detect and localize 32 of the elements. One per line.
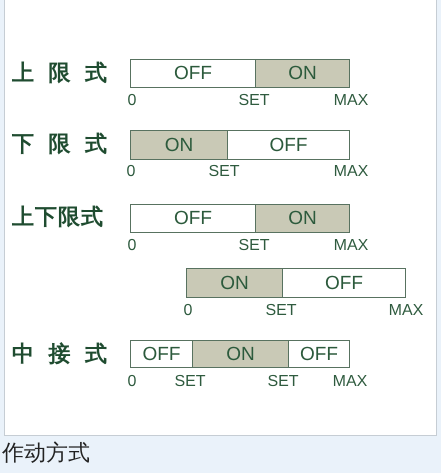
caption: 作动方式 <box>2 443 90 465</box>
scale-label: 0 <box>184 303 192 319</box>
scale-label: MAX <box>388 303 424 319</box>
scale-label: MAX <box>332 374 368 390</box>
state-segment: OFF <box>228 130 350 160</box>
state-segment: OFF <box>130 204 256 233</box>
scale-label: 0 <box>128 238 136 254</box>
state-segment: ON <box>256 59 350 88</box>
scale-label: SET <box>238 238 270 254</box>
state-segment: OFF <box>130 340 193 368</box>
scale-label: 0 <box>126 164 136 180</box>
scale-label: MAX <box>334 164 368 180</box>
scale-label: MAX <box>334 238 368 254</box>
state-segment: ON <box>186 268 283 298</box>
row-label: 下限式 <box>12 134 107 156</box>
scale-label: MAX <box>334 93 368 109</box>
scale-label: SET <box>208 164 240 180</box>
state-segment: ON <box>193 340 289 368</box>
row-label: 上下限式 <box>12 207 104 229</box>
scale-label: SET <box>265 303 297 319</box>
state-segment: ON <box>130 130 228 160</box>
scale-label: 0 <box>128 374 136 390</box>
row-label: 中接式 <box>12 344 107 366</box>
state-segment: OFF <box>289 340 350 368</box>
scale-label: SET <box>267 374 299 390</box>
scale-label: 0 <box>128 93 136 109</box>
scale-label: SET <box>174 374 206 390</box>
state-segment: OFF <box>283 268 406 298</box>
state-segment: OFF <box>130 59 256 88</box>
state-segment: ON <box>256 204 350 233</box>
scale-label: SET <box>238 93 270 109</box>
row-label: 上限式 <box>12 63 107 85</box>
